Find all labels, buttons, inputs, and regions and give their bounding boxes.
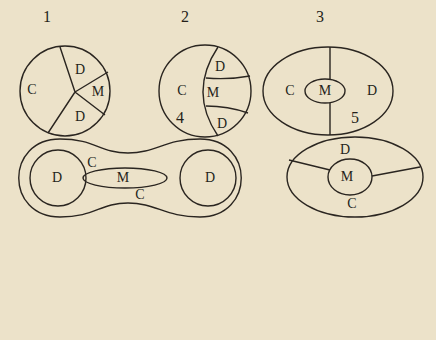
region-letter: D (217, 117, 227, 131)
figure-number: 4 (176, 110, 184, 126)
division-lines (48, 47, 108, 133)
region-letter: M (319, 84, 331, 98)
figure-number: 1 (43, 9, 51, 25)
cell-outline (287, 137, 423, 217)
region-letter: D (215, 60, 225, 74)
region-letter: C (135, 188, 144, 202)
division-lines (289, 160, 420, 176)
region-letter: C (285, 84, 294, 98)
inner-outline (30, 150, 86, 206)
region-letter: D (75, 63, 85, 77)
inner-outline (83, 168, 167, 188)
cell-outline (20, 46, 110, 136)
inner-outline (328, 159, 372, 195)
region-letter: C (87, 156, 96, 170)
region-letter: D (52, 171, 62, 185)
region-letter: M (92, 85, 104, 99)
figure-number: 3 (316, 9, 324, 25)
region-letter: C (27, 83, 36, 97)
inner-outline (305, 79, 345, 103)
region-letter: D (340, 143, 350, 157)
cell-outline (159, 45, 251, 137)
region-letter: C (347, 197, 356, 211)
region-letter: M (207, 86, 219, 100)
region-letter: C (177, 84, 186, 98)
cell-outline (263, 47, 393, 135)
region-letter: D (75, 110, 85, 124)
figure-number: 2 (181, 9, 189, 25)
inner-outline (180, 150, 236, 206)
cell-outline (19, 139, 242, 217)
figure-number: 5 (351, 110, 359, 126)
region-letter: D (205, 171, 215, 185)
region-letter: M (341, 170, 353, 184)
region-letter: D (367, 84, 377, 98)
region-letter: M (117, 171, 129, 185)
division-lines (203, 47, 250, 136)
